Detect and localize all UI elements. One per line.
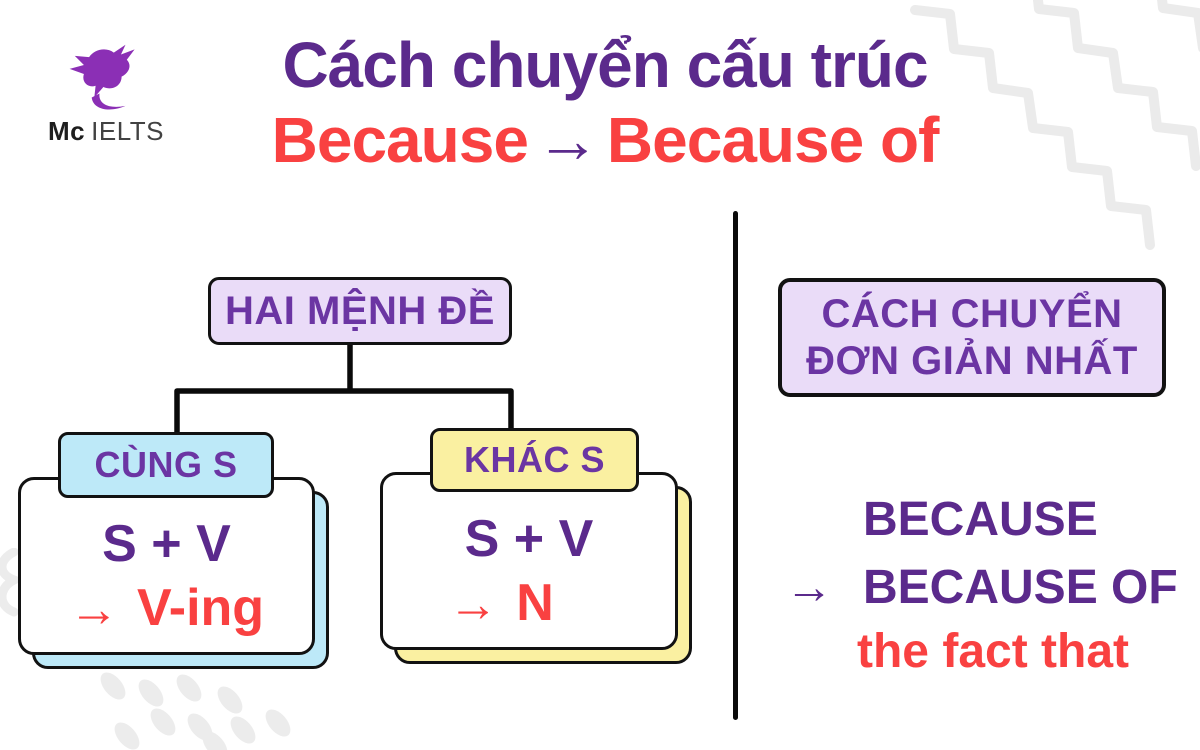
hummingbird-logo-icon: [69, 44, 135, 110]
right-heading-box: CÁCH CHUYỂN ĐƠN GIẢN NHẤT: [778, 278, 1166, 397]
tree-connector-lines: [174, 341, 514, 440]
right-formula-card: S + V → N: [380, 472, 678, 650]
right-heading-line-2: ĐƠN GIẢN NHẤT: [806, 338, 1138, 383]
title-because-of: Because of: [606, 103, 939, 176]
left-result-line: → V-ing: [69, 581, 264, 636]
left-branch-label-text: CÙNG S: [94, 444, 238, 485]
left-formula-top: S + V: [102, 514, 231, 573]
left-arrow-icon: →: [68, 580, 119, 637]
right-suffix-text: the fact that: [857, 625, 1130, 678]
right-branch-label-khac-s: KHÁC S: [430, 428, 639, 492]
left-formula-result: V-ing: [136, 579, 265, 638]
right-arrow-icon: →: [448, 575, 499, 632]
right-from-text: BECAUSE: [863, 493, 1098, 546]
left-formula-card: S + V → V-ing: [18, 477, 315, 655]
logo-text-mc: Mc: [48, 116, 86, 146]
logo-text-ielts: IELTS: [91, 116, 164, 146]
title-arrow-icon: →: [535, 103, 600, 176]
right-arrow-icon: →: [785, 561, 833, 614]
right-formula-top: S + V: [464, 509, 594, 568]
root-node-label: HAI MỆNH ĐỀ: [225, 288, 495, 333]
right-to-text: BECAUSE OF: [863, 561, 1178, 614]
right-branch-label-text: KHÁC S: [463, 439, 605, 480]
right-result-line: → N: [448, 576, 554, 631]
root-node-hai-menh-de: HAI MỆNH ĐỀ: [208, 277, 512, 345]
left-branch-label-cung-s: CÙNG S: [58, 432, 274, 498]
vertical-divider: [733, 211, 738, 720]
title-line-2: Because→Because of: [150, 103, 1060, 178]
right-heading-line-1: CÁCH CHUYỂN: [821, 291, 1123, 336]
right-formula-result: N: [516, 574, 554, 633]
page-title: Cách chuyển cấu trúc Because→Because of: [150, 28, 1060, 178]
title-line-1: Cách chuyển cấu trúc: [282, 29, 928, 101]
title-because: Because: [271, 103, 529, 176]
